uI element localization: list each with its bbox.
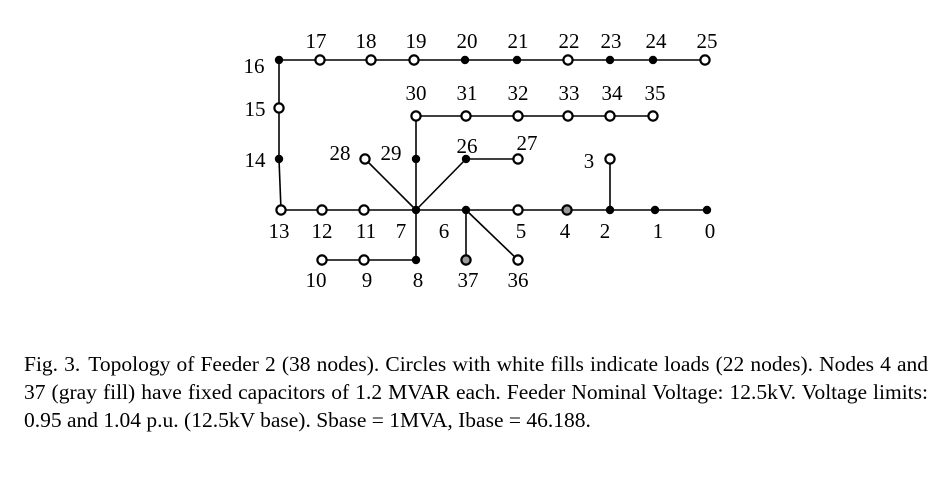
node-7-junction [411,205,421,215]
node-label-27: 27 [517,131,538,155]
node-label-10: 10 [306,268,327,292]
node-label-9: 9 [362,268,373,292]
edges-layer [278,59,707,261]
nodes-layer [273,54,712,266]
node-27-load [512,153,524,165]
node-14-junction [274,154,284,164]
node-28-load [359,153,371,165]
node-label-12: 12 [312,219,333,243]
node-label-4: 4 [560,219,571,243]
node-33-load [562,110,574,122]
node-6-junction [461,205,471,215]
node-label-13: 13 [269,219,290,243]
node-label-24: 24 [646,29,668,53]
edge-7-28 [364,158,417,211]
node-label-23: 23 [601,29,622,53]
node-29-junction [411,154,421,164]
node-5-load [512,204,524,216]
node-label-19: 19 [406,29,427,53]
node-label-6: 6 [439,219,450,243]
node-label-22: 22 [559,29,580,53]
node-9-load [358,254,370,266]
edge-7-26 [415,158,467,211]
node-label-7: 7 [396,219,407,243]
node-32-load [512,110,524,122]
node-2-junction [605,205,615,215]
caption-number: Fig. 3. [24,352,81,376]
node-8-junction [411,255,421,265]
node-label-31: 31 [457,81,478,105]
node-label-5: 5 [516,219,527,243]
node-label-11: 11 [356,219,376,243]
node-label-16: 16 [244,54,265,78]
figure-caption: Fig. 3.Topology of Feeder 2 (38 nodes). … [24,350,928,434]
node-label-33: 33 [559,81,580,105]
node-24-junction [648,55,658,65]
node-16-junction [274,55,284,65]
node-30-load [410,110,422,122]
node-label-30: 30 [406,81,427,105]
node-20-junction [460,55,470,65]
node-label-15: 15 [245,97,266,121]
node-37-capacitor [460,254,472,266]
node-19-load [408,54,420,66]
node-label-2: 2 [600,219,611,243]
node-label-29: 29 [381,141,402,165]
node-1-junction [650,205,660,215]
edge-13-14 [278,158,282,211]
node-23-junction [605,55,615,65]
node-13-load [275,204,287,216]
node-21-junction [512,55,522,65]
node-3-load [604,153,616,165]
node-label-36: 36 [508,268,529,292]
node-0-junction [702,205,712,215]
node-label-20: 20 [457,29,478,53]
node-label-34: 34 [602,81,624,105]
node-label-8: 8 [413,268,424,292]
node-label-25: 25 [697,29,718,53]
node-label-0: 0 [705,219,716,243]
node-label-14: 14 [245,148,267,172]
node-15-load [273,102,285,114]
node-35-load [647,110,659,122]
node-label-21: 21 [508,29,529,53]
node-26-junction [461,154,471,164]
caption-text: Topology of Feeder 2 (38 nodes). Circles… [24,352,928,432]
node-label-18: 18 [356,29,377,53]
node-label-32: 32 [508,81,529,105]
node-label-26: 26 [457,134,478,158]
node-25-load [699,54,711,66]
node-4-capacitor [561,204,573,216]
node-label-1: 1 [653,219,664,243]
node-34-load [604,110,616,122]
node-10-load [316,254,328,266]
edge-6-36 [465,209,519,261]
node-label-3: 3 [584,149,595,173]
node-31-load [460,110,472,122]
node-11-load [358,204,370,216]
node-22-load [562,54,574,66]
node-label-37: 37 [458,268,479,292]
node-label-35: 35 [645,81,666,105]
node-36-load [512,254,524,266]
node-17-load [314,54,326,66]
node-18-load [365,54,377,66]
node-label-17: 17 [306,29,327,53]
node-12-load [316,204,328,216]
node-label-28: 28 [330,141,351,165]
